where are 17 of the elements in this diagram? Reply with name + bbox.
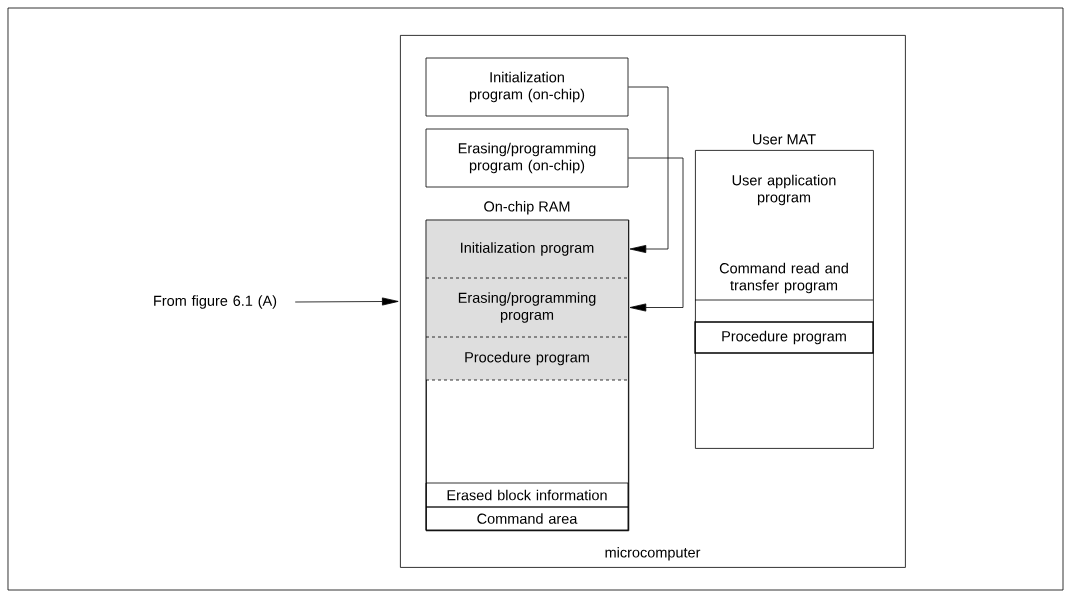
arrow: [628, 157, 684, 312]
node-label: Erasing/programming program: [458, 292, 596, 323]
memory-box: Command area: [425, 506, 629, 531]
node-label: On-chip RAM: [484, 200, 570, 215]
source-text: From figure 6.1 (A): [154, 295, 277, 309]
arrow: [294, 297, 399, 306]
memory-box: Erasing/programming program (on-chip): [425, 128, 629, 188]
memory-area: Erasing/programming program: [426, 278, 628, 337]
memory-box: Procedure program: [694, 321, 874, 354]
arrow: [628, 86, 669, 253]
node-label: Initialization program: [461, 242, 594, 256]
memory-area: Procedure program: [426, 337, 628, 380]
memory-box: Erased block information: [425, 482, 629, 508]
node-label: Procedure program: [465, 351, 589, 366]
memory-area: Initialization program: [426, 220, 628, 278]
node-label: User MAT: [753, 134, 816, 145]
memory-box: Initialization program (on-chip): [425, 57, 629, 117]
